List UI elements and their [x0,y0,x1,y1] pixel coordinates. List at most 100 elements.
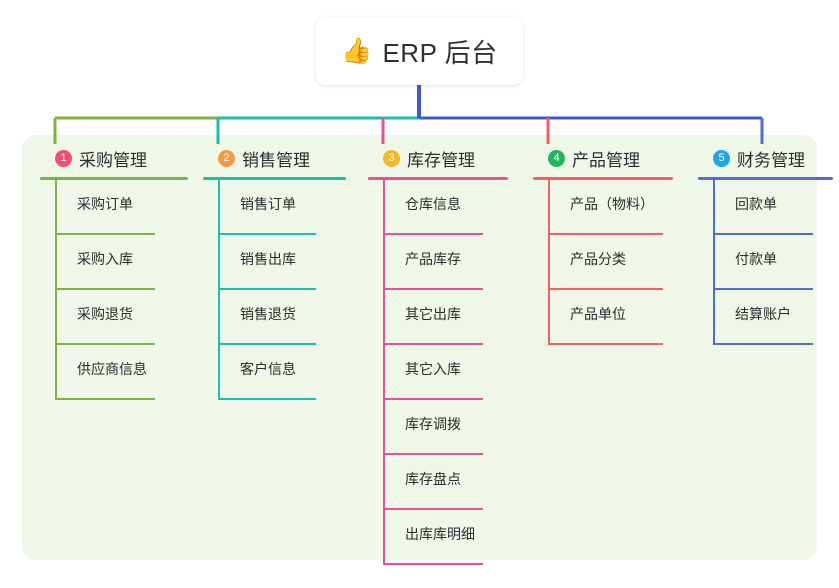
branch-title: 销售管理 [242,150,310,170]
branch-column-1: 1 采购管理采购订单采购入库采购退货供应商信息 [40,146,188,400]
branch-item-underline [548,343,663,345]
root-node-title: ERP 后台 [382,37,498,68]
branch-item-underline [713,288,813,290]
root-node[interactable]: 👍 ERP 后台 [316,17,523,85]
branch-number-badge: 1 [55,149,72,167]
branch-item-list: 回款单付款单结算账户 [698,180,833,345]
branch-item-underline [218,398,316,400]
branch-number-badge: 5 [713,149,730,167]
branch-item[interactable]: 产品库存 [368,235,508,290]
branch-item[interactable]: 出库库明细 [368,510,508,565]
branch-item[interactable]: 客户信息 [203,345,346,400]
branch-item-underline [383,563,483,565]
branch-item-underline [383,233,483,235]
branch-item-underline [383,288,483,290]
branch-item-underline [55,288,155,290]
branch-item[interactable]: 库存盘点 [368,455,508,510]
branch-spine [383,180,385,565]
branch-header-4[interactable]: 4 产品管理 [533,146,673,170]
branch-column-4: 4 产品管理产品（物料） 产品分类产品单位 [533,146,673,345]
branch-item-label: 客户信息 [240,361,296,377]
branch-item-label: 产品（物料） [570,196,654,212]
branch-header-3[interactable]: 3 库存管理 [368,146,508,170]
branch-item-label: 结算账户 [735,306,791,322]
branch-item-label: 产品分类 [570,251,626,267]
branch-item[interactable]: 仓库信息 [368,180,508,235]
branch-item-label: 产品单位 [570,306,626,322]
branch-header-underline [368,177,508,180]
branch-title: 财务管理 [737,150,805,170]
branch-item-underline [713,343,813,345]
branch-item[interactable]: 产品单位 [533,290,673,345]
branch-item[interactable]: 产品分类 [533,235,673,290]
branch-item-underline [218,343,316,345]
branch-item-label: 仓库信息 [405,196,461,212]
branch-item-label: 回款单 [735,196,777,212]
diagram-background-panel [22,135,817,560]
branch-item[interactable]: 销售退货 [203,290,346,345]
branch-item[interactable]: 回款单 [698,180,833,235]
branch-item[interactable]: 销售出库 [203,235,346,290]
branch-item-underline [55,233,155,235]
branch-item-label: 其它出库 [405,306,461,322]
branch-item-label: 销售订单 [240,196,296,212]
branch-item[interactable]: 采购退货 [40,290,188,345]
branch-item[interactable]: 供应商信息 [40,345,188,400]
branch-item-underline [713,233,813,235]
branch-title: 库存管理 [407,150,475,170]
branch-spine [548,180,550,345]
branch-item-label: 其它入库 [405,361,461,377]
branch-item-list: 销售订单销售出库销售退货客户信息 [203,180,346,400]
thumbs-up-icon: 👍 [341,36,373,65]
branch-column-5: 5 财务管理回款单付款单结算账户 [698,146,833,345]
branch-item[interactable]: 采购订单 [40,180,188,235]
branch-item[interactable]: 采购入库 [40,235,188,290]
branch-item-list: 产品（物料） 产品分类产品单位 [533,180,673,345]
branch-item[interactable]: 其它出库 [368,290,508,345]
branch-title: 产品管理 [572,150,640,170]
branch-spine [218,180,220,400]
branch-item-label: 销售出库 [240,251,296,267]
branch-header-underline [533,177,673,180]
branch-item[interactable]: 其它入库 [368,345,508,400]
branch-item-underline [383,508,483,510]
branch-number-badge: 4 [548,149,565,167]
branch-spine [55,180,57,400]
branch-item[interactable]: 库存调拨 [368,400,508,455]
branch-spine [713,180,715,345]
branch-item-underline [218,233,316,235]
branch-number-badge: 3 [383,149,400,167]
branch-item-label: 付款单 [735,251,777,267]
branch-item-label: 采购订单 [77,196,133,212]
branch-item-underline [218,288,316,290]
branch-item-underline [55,343,155,345]
branch-item[interactable]: 销售订单 [203,180,346,235]
branch-item-underline [55,398,155,400]
branch-column-3: 3 库存管理仓库信息产品库存其它出库其它入库库存调拨库存盘点出库库明细 [368,146,508,565]
branch-item[interactable]: 付款单 [698,235,833,290]
branch-item-label: 采购入库 [77,251,133,267]
branch-item-label: 库存调拨 [405,416,461,432]
branch-title: 采购管理 [79,150,147,170]
branch-header-underline [40,177,188,180]
branch-item-label: 产品库存 [405,251,461,267]
branch-item-list: 采购订单采购入库采购退货供应商信息 [40,180,188,400]
branch-item-label: 供应商信息 [77,361,147,377]
branch-header-5[interactable]: 5 财务管理 [698,146,833,170]
branch-item[interactable]: 结算账户 [698,290,833,345]
branch-item-label: 库存盘点 [405,471,461,487]
branch-item-underline [548,288,663,290]
branch-item-underline [548,233,663,235]
branch-item-underline [383,398,483,400]
branch-header-1[interactable]: 1 采购管理 [40,146,188,170]
branch-item-underline [383,343,483,345]
branch-item[interactable]: 产品（物料） [533,180,673,235]
branch-item-label: 采购退货 [77,306,133,322]
branch-item-underline [383,453,483,455]
branch-item-list: 仓库信息产品库存其它出库其它入库库存调拨库存盘点出库库明细 [368,180,508,565]
branch-item-label: 销售退货 [240,306,296,322]
